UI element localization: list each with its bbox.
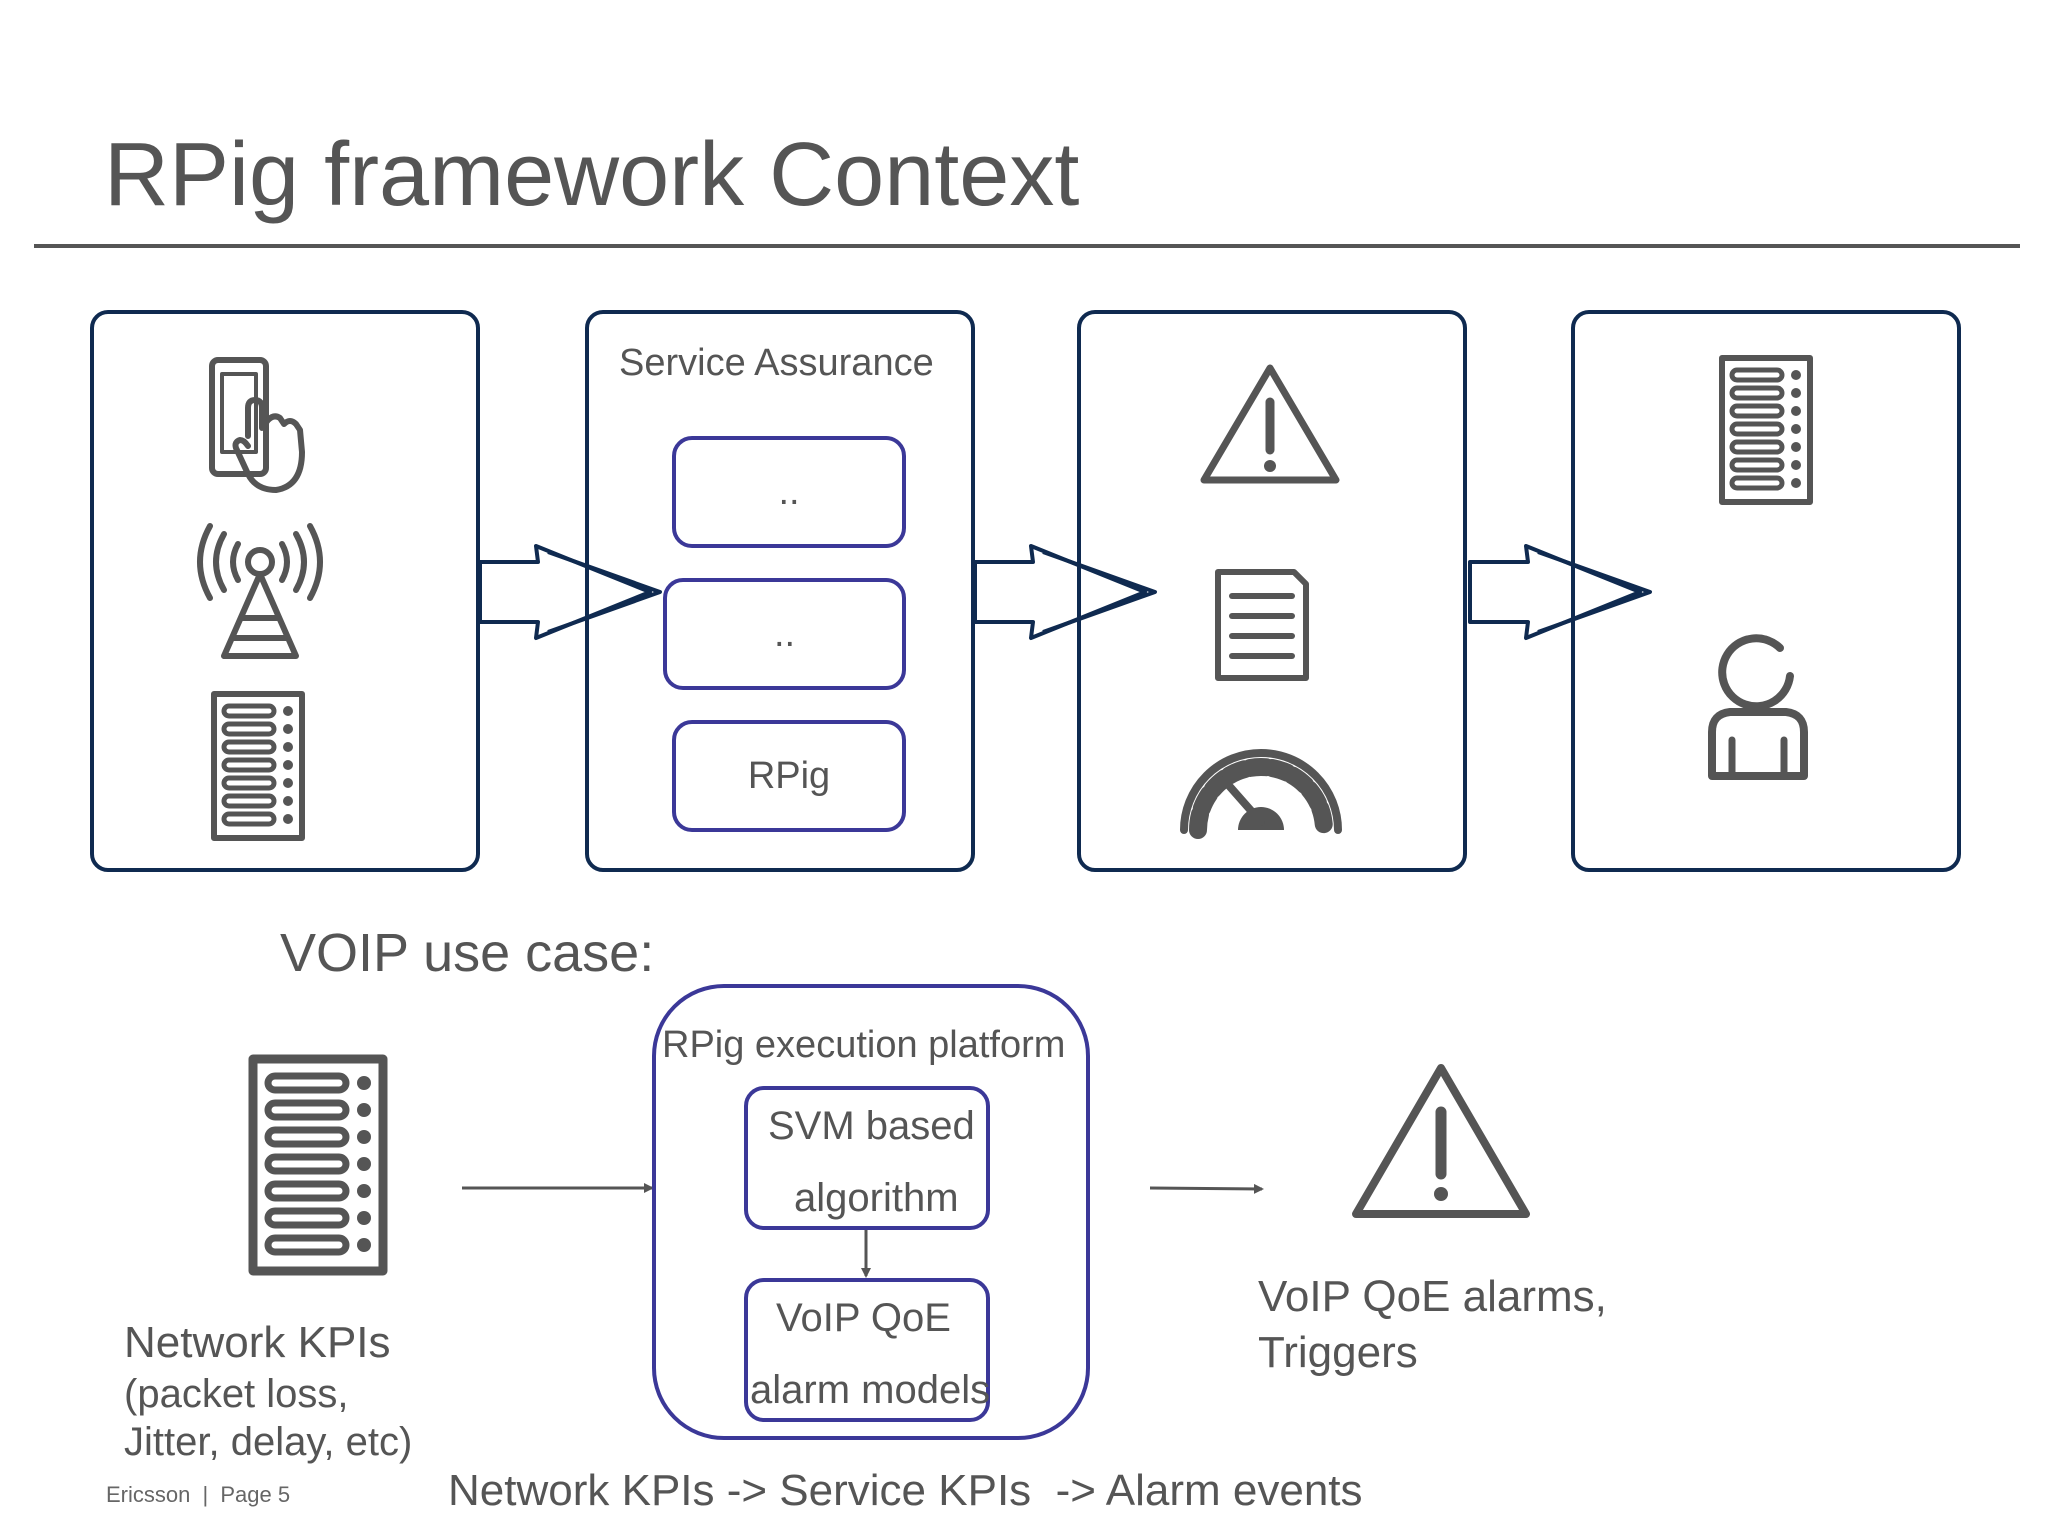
document-icon (1215, 569, 1309, 681)
radio-tower-icon (197, 523, 323, 659)
svm-line1: SVM based (768, 1104, 975, 1148)
footer: Ericsson | Page 5 (106, 1482, 290, 1508)
rpig-execution-platform: RPig execution platform (652, 984, 1090, 1440)
voip-heading: VOIP use case: (280, 923, 655, 983)
qoe-line2: alarm models (750, 1368, 991, 1412)
footer-company: Ericsson (106, 1482, 191, 1507)
panel-consumers (1571, 310, 1961, 872)
output-line1: VoIP QoE alarms, (1258, 1272, 1607, 1321)
platform-title: RPig execution platform (662, 1024, 1066, 1066)
slide-title: RPig framework Context (104, 125, 1080, 225)
tablet-touch-icon (209, 357, 305, 493)
user-icon (1708, 634, 1808, 780)
service-assurance-title: Service Assurance (619, 342, 934, 384)
footer-page: Page 5 (220, 1482, 291, 1507)
input-label: Network KPIs (124, 1318, 391, 1367)
server-rack-icon (248, 1054, 388, 1276)
input-detail-line1: (packet loss, (124, 1372, 349, 1416)
title-divider (34, 244, 2020, 248)
footer-separator: | (202, 1482, 209, 1507)
panel-outputs (1077, 310, 1467, 872)
sa-item-2: .. (663, 578, 906, 690)
warning-icon (1200, 364, 1340, 484)
sa-item-rpig: RPig (672, 720, 906, 832)
speedometer-icon (1180, 749, 1342, 839)
arrow-platform-to-alarms (1149, 1183, 1264, 1194)
warning-icon (1352, 1064, 1530, 1218)
sa-item-1: .. (672, 436, 906, 548)
panel-data-sources (90, 310, 480, 872)
panel-service-assurance: Service Assurance (585, 310, 975, 872)
qoe-line1: VoIP QoE (776, 1296, 951, 1340)
svm-line2: algorithm (794, 1176, 959, 1220)
svm-algorithm-box: SVM based algorithm (744, 1086, 990, 1230)
output-line2: Triggers (1258, 1328, 1418, 1377)
qoe-alarm-models-box: VoIP QoE alarm models (744, 1278, 990, 1422)
server-rack-icon (211, 691, 305, 841)
server-rack-icon (1719, 355, 1813, 505)
pipeline-caption: Network KPIs -> Service KPIs -> Alarm ev… (448, 1466, 1363, 1515)
input-detail-line2: Jitter, delay, etc) (124, 1420, 413, 1464)
